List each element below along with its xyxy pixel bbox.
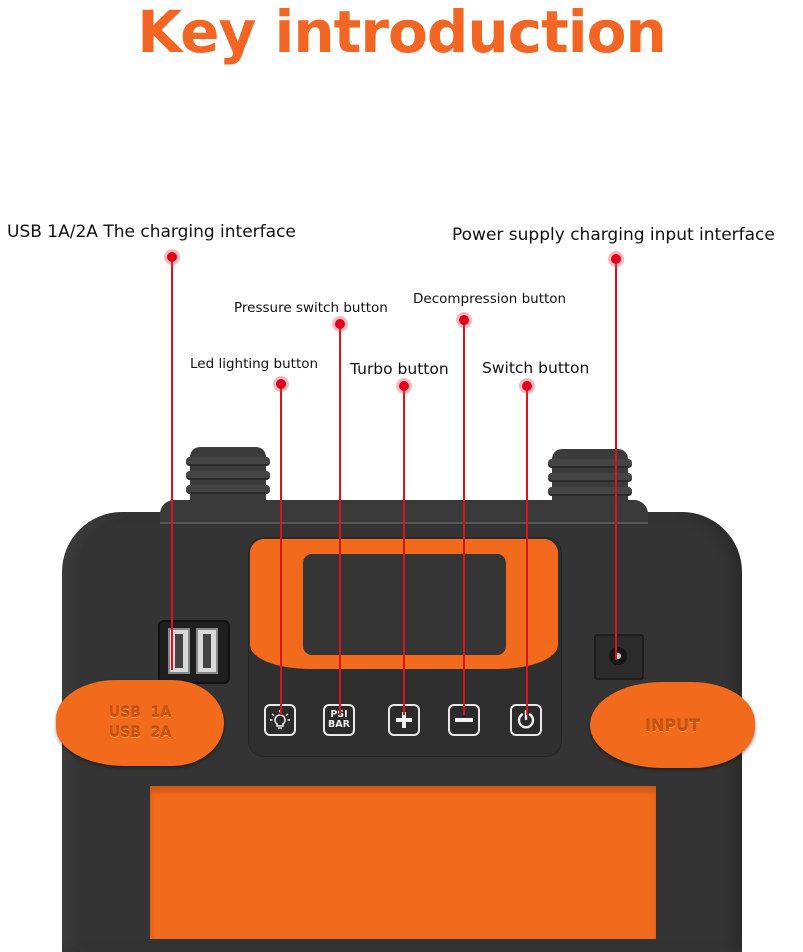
input-port-cap[interactable]: INPUT	[590, 682, 755, 768]
callout-label-switch: Switch button	[482, 359, 590, 377]
usb-port-cap[interactable]: USB 1A USB 2A	[56, 680, 224, 766]
callout-label-led: Led lighting button	[190, 356, 319, 372]
callout-line-switch	[526, 387, 528, 715]
callout-label-decompression: Decompression button	[413, 291, 567, 307]
callout-line-usb	[171, 258, 173, 670]
callout-line-decompression	[463, 321, 465, 715]
usb-port[interactable]	[158, 620, 230, 684]
callout-label-pressure: Pressure switch button	[234, 300, 388, 316]
usb-cap-label-1a: USB 1A	[108, 705, 172, 721]
input-cap-label: INPUT	[645, 715, 700, 735]
dc-input-port[interactable]	[594, 634, 644, 680]
callout-label-turbo: Turbo button	[350, 360, 449, 378]
bar-label: BAR	[328, 719, 350, 730]
callout-dot-usb	[167, 252, 177, 262]
callout-dot-power-input	[611, 254, 621, 264]
callout-line-led	[280, 385, 282, 715]
plus-icon	[396, 712, 412, 728]
callout-line-power-input	[615, 260, 617, 660]
callout-dot-pressure	[335, 319, 345, 329]
light-button[interactable]	[264, 704, 296, 736]
callout-dot-decompression	[459, 315, 469, 325]
lightbulb-icon	[270, 710, 290, 729]
battery-cover	[150, 786, 656, 939]
callout-dot-led	[276, 379, 286, 389]
callout-label-usb: USB 1A/2A The charging interface	[7, 222, 296, 242]
page-title: Key introduction	[137, 0, 667, 66]
callout-line-pressure	[339, 325, 341, 715]
minus-icon	[455, 718, 473, 722]
callout-label-power-input: Power supply charging input interface	[452, 225, 775, 245]
usb-cap-label-2a: USB 2A	[108, 725, 172, 741]
callout-dot-switch	[522, 381, 532, 391]
callout-line-turbo	[403, 387, 405, 715]
callout-dot-turbo	[399, 381, 409, 391]
psi-label: PSI	[328, 710, 350, 720]
